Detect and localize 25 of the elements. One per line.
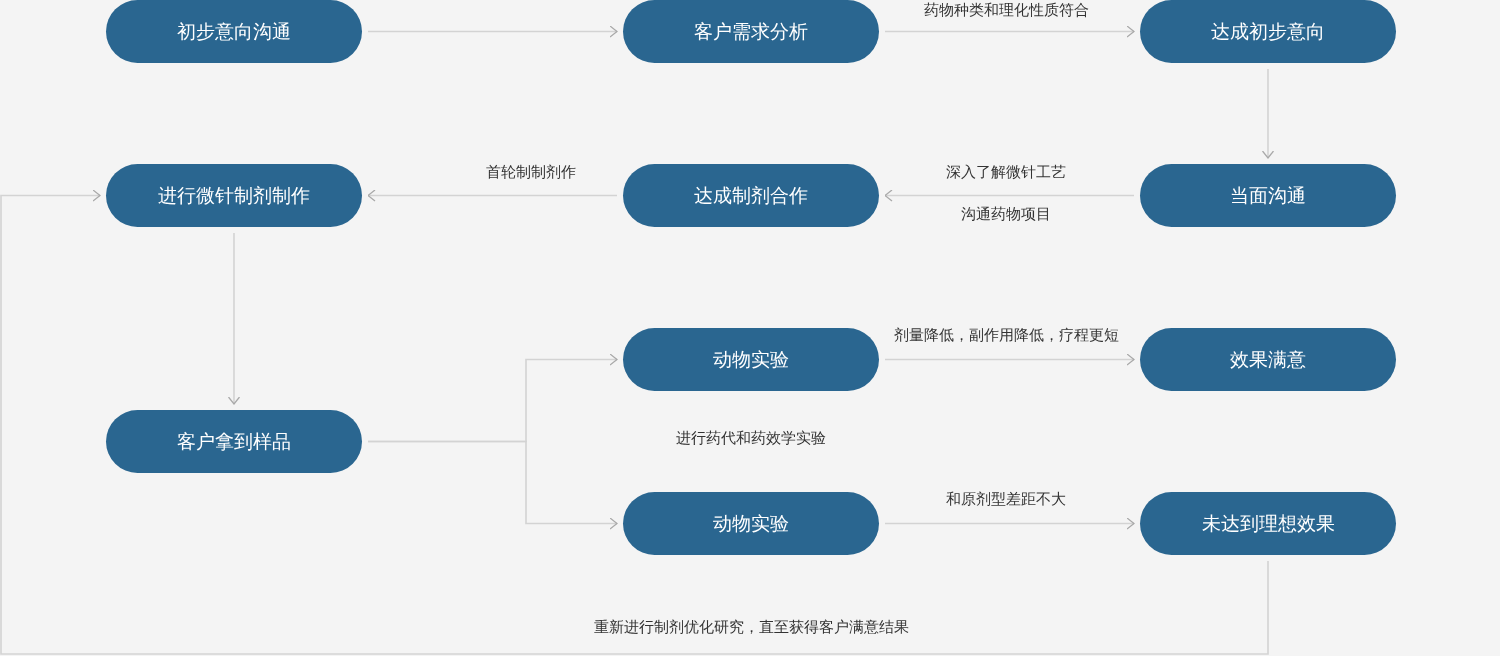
process-box: 达成制剂合作 xyxy=(623,164,879,227)
arrow xyxy=(884,517,1135,530)
edge-label: 深入了解微针工艺 xyxy=(943,162,1069,182)
arrow xyxy=(367,440,618,530)
process-box: 动物实验 xyxy=(623,492,879,555)
arrow xyxy=(367,25,618,38)
edge-label: 首轮制制剂作 xyxy=(483,162,579,182)
arrow xyxy=(367,189,618,202)
arrow xyxy=(0,189,1269,655)
process-box: 当面沟通 xyxy=(1140,164,1396,227)
note-text: 进行药代和药效学实验 xyxy=(673,428,829,448)
arrow xyxy=(884,189,1135,202)
arrow xyxy=(227,232,241,405)
process-box: 效果满意 xyxy=(1140,328,1396,391)
process-box: 客户需求分析 xyxy=(623,0,879,63)
process-box: 达成初步意向 xyxy=(1140,0,1396,63)
process-box: 进行微针制剂制作 xyxy=(106,164,362,227)
arrow xyxy=(884,353,1135,366)
process-box: 初步意向沟通 xyxy=(106,0,362,63)
process-box: 动物实验 xyxy=(623,328,879,391)
edge-label: 和原剂型差距不大 xyxy=(943,489,1069,509)
process-box: 未达到理想效果 xyxy=(1140,492,1396,555)
process-box: 客户拿到样品 xyxy=(106,410,362,473)
arrow xyxy=(1261,68,1275,159)
arrow xyxy=(884,25,1135,38)
